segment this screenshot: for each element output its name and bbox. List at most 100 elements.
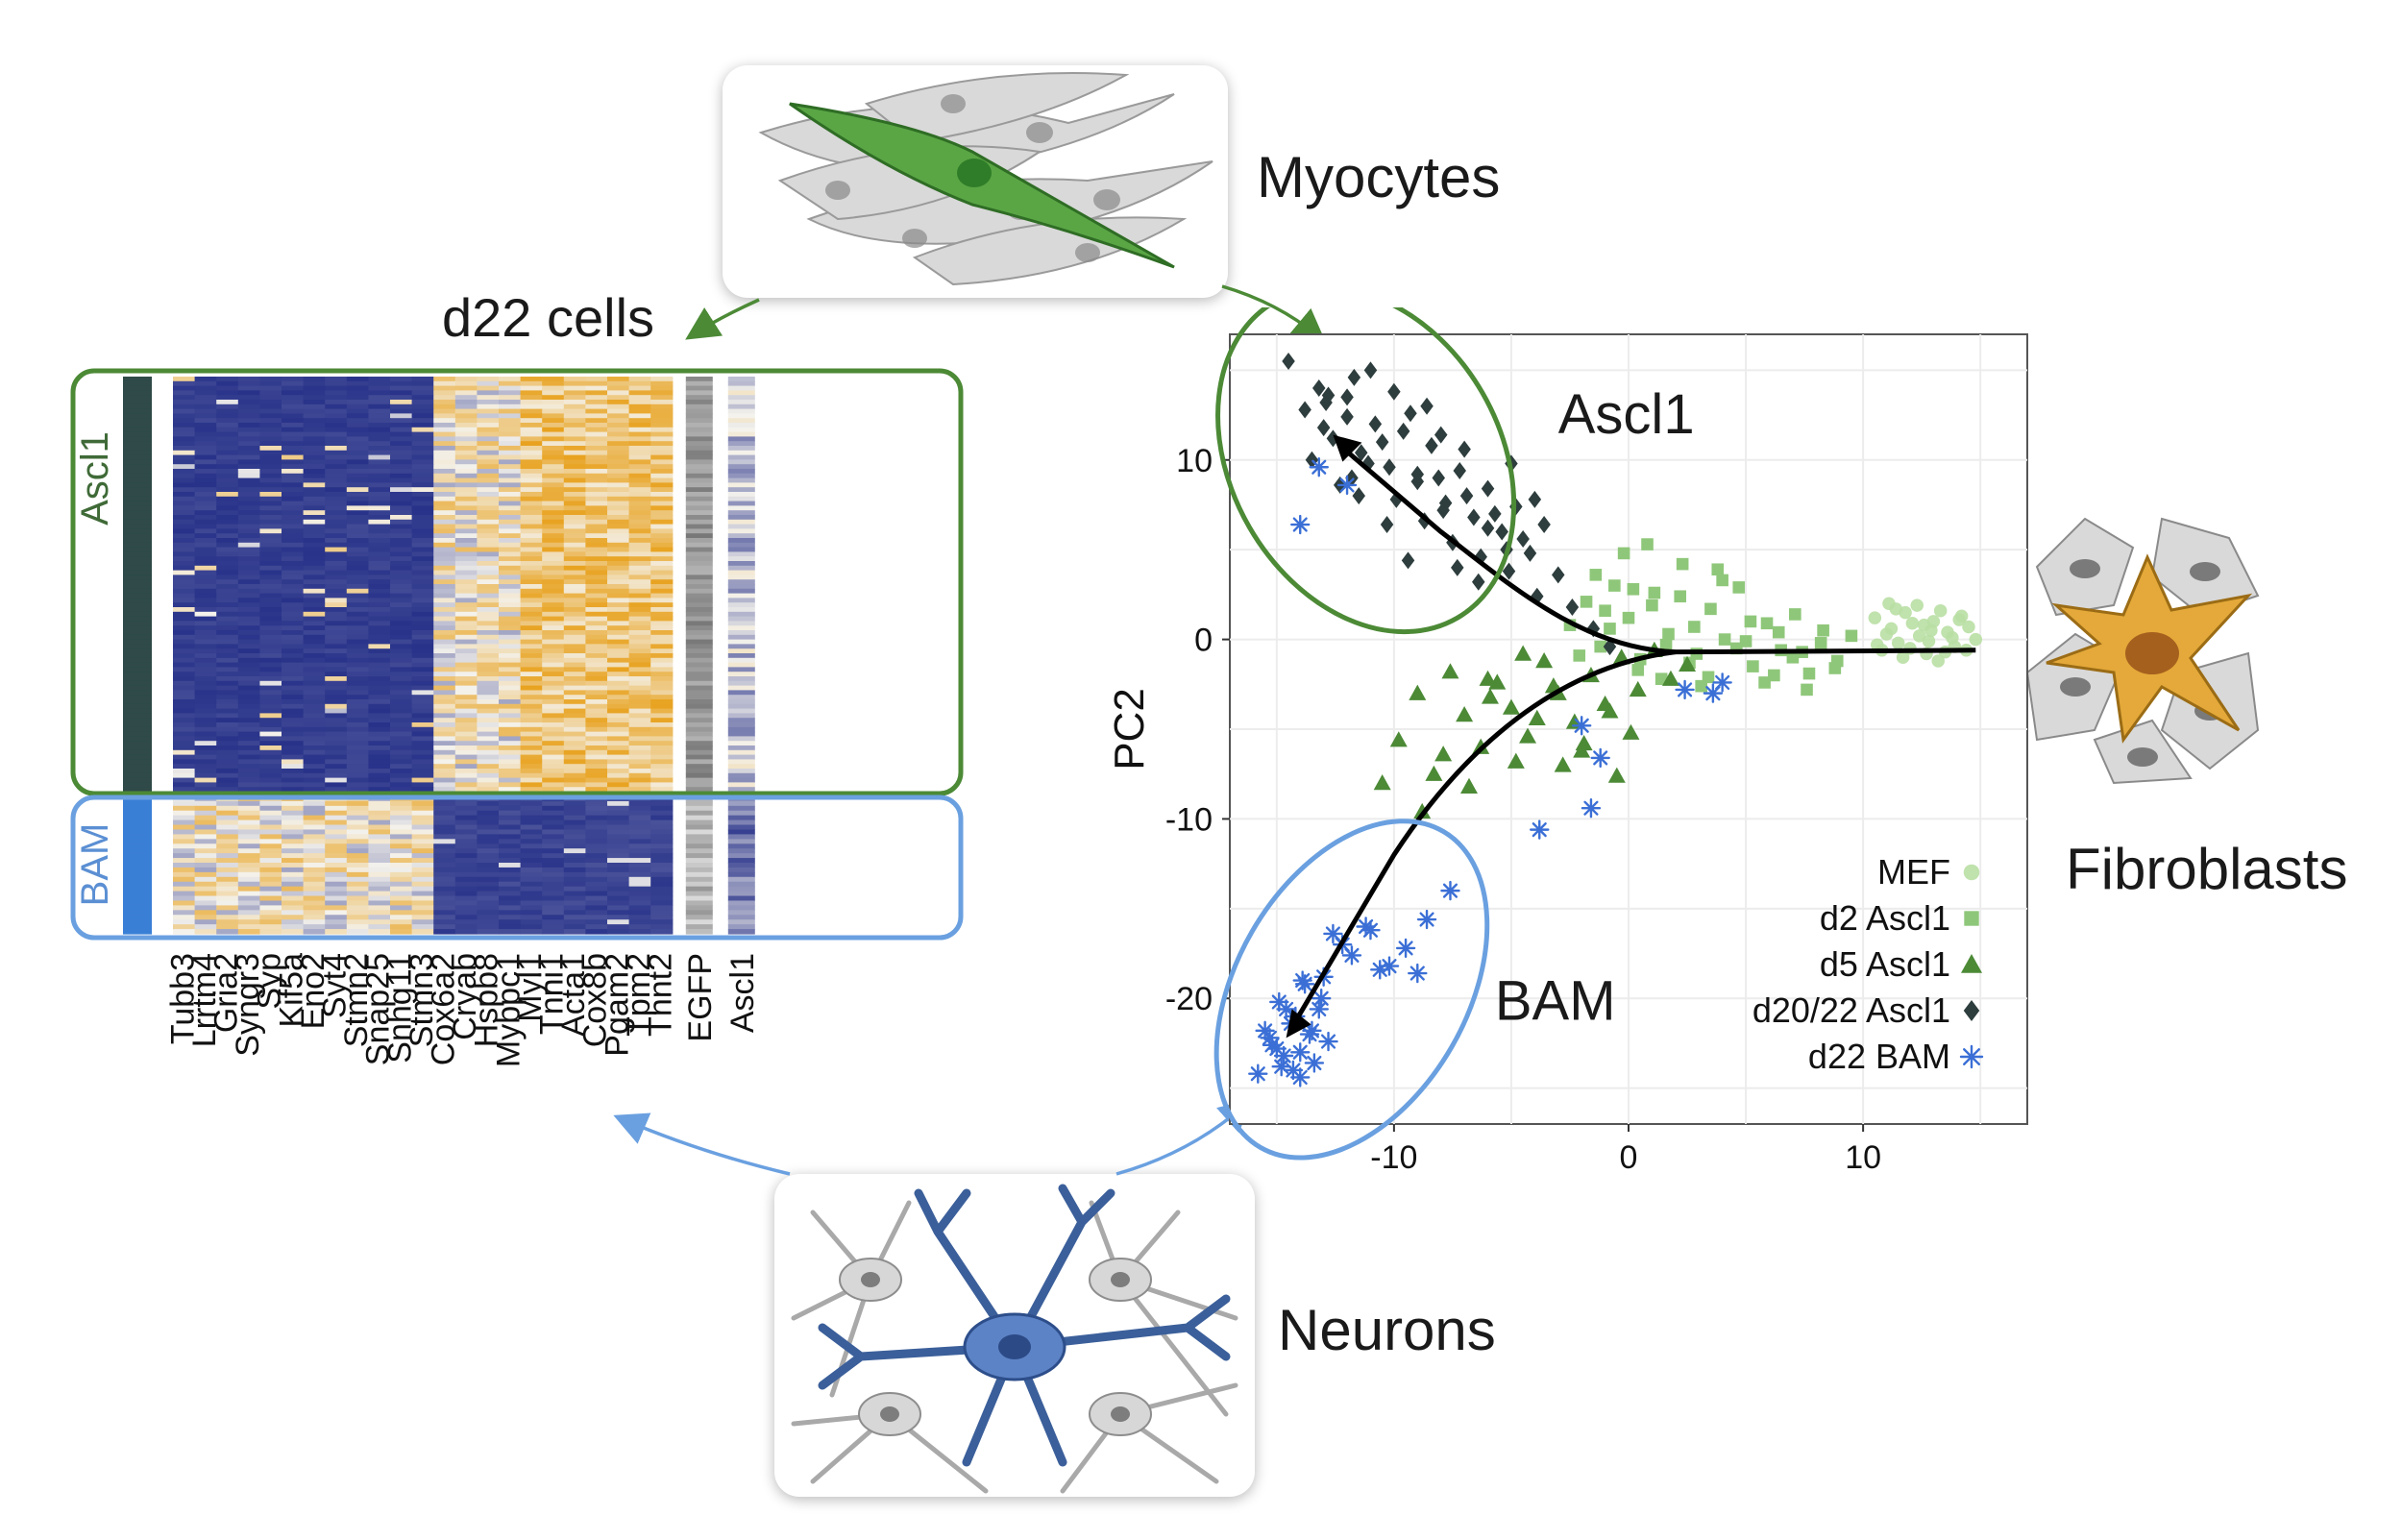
heatmap-cell xyxy=(368,759,391,765)
gene-label-lrrtm4: Lrrtm4 xyxy=(186,953,223,1047)
ascl1-column-cell xyxy=(727,528,755,534)
heatmap-cell xyxy=(607,881,630,888)
heatmap-cell xyxy=(259,441,282,447)
heatmap-cell xyxy=(542,542,565,549)
heatmap-cell xyxy=(282,910,305,916)
heatmap-cell xyxy=(563,395,586,401)
heatmap-cell xyxy=(173,718,196,723)
data-point xyxy=(1481,479,1495,498)
heatmap-cell xyxy=(499,436,522,442)
heatmap-cell xyxy=(585,602,608,608)
heatmap-cell xyxy=(325,477,348,483)
heatmap-cell xyxy=(325,867,348,873)
heatmap-cell xyxy=(216,561,239,567)
gridlines xyxy=(1230,334,2027,1124)
heatmap-cell xyxy=(368,653,391,659)
heatmap-cell xyxy=(520,699,543,705)
heatmap-cell xyxy=(173,848,196,854)
heatmap-cell xyxy=(325,726,348,733)
heatmap-cell xyxy=(325,815,348,821)
heatmap-cell xyxy=(477,565,500,572)
heatmap-cell xyxy=(585,501,608,506)
heatmap-cell xyxy=(628,630,651,636)
ascl1-column-cell xyxy=(727,910,755,916)
heatmap-cell xyxy=(628,891,651,897)
heatmap-cell xyxy=(282,839,305,844)
heatmap-cell xyxy=(194,556,217,562)
heatmap-cell xyxy=(346,746,369,751)
heatmap-cell xyxy=(477,924,500,930)
heatmap-cell xyxy=(650,385,674,391)
heatmap-cell xyxy=(542,427,565,433)
heatmap-cell xyxy=(259,731,282,737)
heatmap-cell xyxy=(563,919,586,925)
heatmap-cell xyxy=(259,551,282,557)
heatmap-cell xyxy=(237,915,260,920)
bam-group-bar xyxy=(123,929,152,935)
heatmap-cell xyxy=(390,579,413,585)
heatmap-cell xyxy=(411,680,434,687)
heatmap-cell xyxy=(173,699,196,705)
heatmap-cell xyxy=(390,524,413,529)
heatmap-cell xyxy=(607,634,630,641)
heatmap-cell xyxy=(433,505,456,511)
heatmap-cell xyxy=(477,708,500,714)
heatmap-cell xyxy=(194,741,217,746)
heatmap-cell xyxy=(454,657,478,664)
heatmap-cell xyxy=(411,423,434,428)
heatmap-cell xyxy=(628,881,651,888)
egfp-column-cell xyxy=(685,380,713,387)
heatmap-cell xyxy=(650,441,674,447)
heatmap-cell xyxy=(368,867,391,873)
heatmap-cell xyxy=(433,469,456,475)
heatmap-cell xyxy=(325,431,348,437)
egfp-column-cell xyxy=(685,598,713,603)
ascl1-group-bar xyxy=(123,672,152,677)
heatmap-cell xyxy=(216,487,239,493)
heatmap-cell xyxy=(520,584,543,590)
heatmap-cell xyxy=(585,454,608,460)
egfp-column-cell xyxy=(685,446,713,452)
gene-label-pgam2: Pgam2 xyxy=(599,953,635,1057)
heatmap-cell xyxy=(563,690,586,696)
ascl1-group-bar xyxy=(123,464,152,470)
heatmap-cell xyxy=(520,871,543,878)
ascl1-column-cell xyxy=(727,722,755,728)
heatmap-cell xyxy=(477,588,500,595)
heatmap-cell xyxy=(325,644,348,649)
heatmap-cell xyxy=(237,644,260,649)
heatmap-cell xyxy=(368,621,391,626)
heatmap-cell xyxy=(259,680,282,687)
x-tick-label: 0 xyxy=(1620,1139,1638,1172)
heatmap-cell xyxy=(368,782,391,788)
heatmap-cell xyxy=(563,385,586,391)
heatmap-cell xyxy=(173,915,196,920)
heatmap-cell xyxy=(563,731,586,737)
ascl1-group-bar xyxy=(123,427,152,433)
heatmap-cell xyxy=(628,501,651,506)
heatmap-cell xyxy=(585,876,608,883)
heatmap-cell xyxy=(325,895,348,902)
heatmap-cell xyxy=(346,662,369,668)
egfp-column-cell xyxy=(685,910,713,916)
heatmap-cell xyxy=(433,824,456,831)
heatmap-cell xyxy=(433,769,456,774)
heatmap-cell xyxy=(542,395,565,401)
heatmap-cell xyxy=(607,390,630,396)
heatmap-cell xyxy=(346,708,369,714)
heatmap-cell xyxy=(650,690,674,696)
heatmap-cell xyxy=(368,400,391,405)
heatmap-cell xyxy=(477,915,500,920)
heatmap-cell xyxy=(346,621,369,626)
heatmap-cell xyxy=(259,584,282,590)
heatmap-cell xyxy=(325,843,348,849)
heatmap-cell xyxy=(628,565,651,572)
heatmap-cell xyxy=(650,810,674,817)
heatmap-cell xyxy=(650,772,674,779)
neurons-image xyxy=(791,1184,1238,1494)
data-point-stroke xyxy=(1442,883,1458,898)
heatmap-cell xyxy=(173,648,196,654)
ascl1-group-bar xyxy=(123,579,152,585)
heatmap-cell xyxy=(650,547,674,552)
heatmap-cell xyxy=(390,867,413,873)
